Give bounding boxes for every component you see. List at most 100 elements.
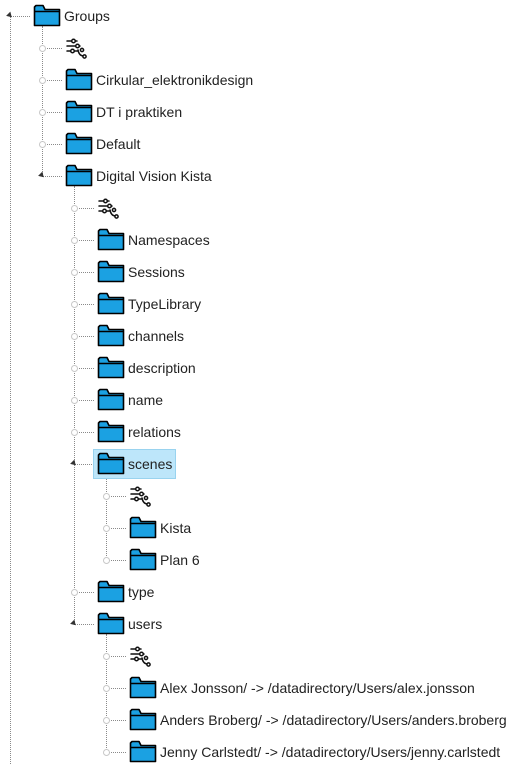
tree-node-label: Cirkular_elektronikdesign [96,72,254,88]
tree-node[interactable]: Anders Broberg/ -> /datadirectory/Users/… [125,705,511,735]
expand-toggle[interactable] [103,749,110,756]
folder-icon [97,579,125,605]
folder-icon [97,323,125,349]
collapse-toggle[interactable] [6,11,14,20]
folder-icon [97,451,125,477]
collapse-toggle[interactable] [70,459,78,468]
tree-node[interactable]: Jenny Carlstedt/ -> /datadirectory/Users… [125,737,504,767]
tree-guide-line [10,16,11,764]
folder-icon [129,739,157,765]
expand-toggle[interactable] [71,237,78,244]
expand-toggle[interactable] [71,589,78,596]
folder-icon [129,547,157,573]
properties-icon [129,485,151,507]
tree-connector [74,304,94,305]
tree-node-label: Digital Vision Kista [96,168,212,184]
folder-icon [129,675,157,701]
expand-toggle[interactable] [103,493,110,500]
tree-connector [42,176,62,177]
tree-node[interactable]: Cirkular_elektronikdesign [61,65,257,95]
tree-guide-line [74,186,75,624]
expand-toggle[interactable] [103,653,110,660]
tree-node-label: scenes [128,456,173,472]
expand-toggle[interactable] [103,525,110,532]
folder-icon [97,419,125,445]
properties-icon [97,197,119,219]
expand-toggle[interactable] [39,77,46,84]
expand-toggle[interactable] [39,141,46,148]
collapse-toggle[interactable] [70,619,78,628]
tree-guide-line [106,474,107,560]
folder-icon [129,515,157,541]
tree-connector [106,496,126,497]
tree-node[interactable]: name [93,385,167,415]
tree-node-label: Alex Jonsson/ -> /datadirectory/Users/al… [160,680,475,696]
tree-connector [10,16,30,17]
tree-node-label: Kista [160,520,192,536]
tree-node[interactable]: Digital Vision Kista [61,161,216,191]
folder-icon [65,99,93,125]
tree-connector [106,688,126,689]
tree-node-label: Namespaces [128,232,210,248]
expand-toggle[interactable] [39,109,46,116]
tree-connector [106,720,126,721]
tree-node[interactable]: Sessions [93,257,189,287]
tree-connector [106,656,126,657]
tree-node-properties[interactable] [125,481,155,511]
tree-node[interactable]: users [93,609,166,639]
expand-toggle[interactable] [71,333,78,340]
tree-connector [42,112,62,113]
expand-toggle[interactable] [71,429,78,436]
tree-node-label: Plan 6 [160,552,200,568]
folder-icon [97,387,125,413]
tree-node[interactable]: TypeLibrary [93,289,205,319]
tree-node-label: Jenny Carlstedt/ -> /datadirectory/Users… [160,744,501,760]
tree-node-label: description [128,360,196,376]
folder-icon [65,67,93,93]
folder-icon [97,291,125,317]
tree-connector [74,208,94,209]
tree-node[interactable]: Alex Jonsson/ -> /datadirectory/Users/al… [125,673,479,703]
tree-node[interactable]: Kista [125,513,195,543]
tree-node[interactable]: channels [93,321,188,351]
tree-node-properties[interactable] [61,33,91,63]
tree-connector [42,80,62,81]
expand-toggle[interactable] [71,365,78,372]
tree-node[interactable]: Groups [29,1,114,31]
expand-toggle[interactable] [39,45,46,52]
folder-icon [97,611,125,637]
tree-node-properties[interactable] [125,641,155,671]
tree-node-label: TypeLibrary [128,296,202,312]
tree-node-label: Sessions [128,264,185,280]
collapse-toggle[interactable] [38,171,46,180]
tree-node[interactable]: scenes [93,449,177,479]
tree-node[interactable]: description [93,353,200,383]
expand-toggle[interactable] [103,717,110,724]
expand-toggle[interactable] [71,397,78,404]
tree-node[interactable]: DT i praktiken [61,97,186,127]
tree-connector [74,400,94,401]
expand-toggle[interactable] [71,269,78,276]
tree-node-label: type [128,584,155,600]
tree-connector [74,240,94,241]
tree-node-label: channels [128,328,185,344]
folder-icon [97,355,125,381]
expand-toggle[interactable] [71,301,78,308]
tree-node[interactable]: Plan 6 [125,545,204,575]
tree-node-label: Groups [64,8,110,24]
tree-guide-line [106,634,107,752]
tree-node-properties[interactable] [93,193,123,223]
folder-icon [65,163,93,189]
expand-toggle[interactable] [71,205,78,212]
tree-node[interactable]: type [93,577,158,607]
expand-toggle[interactable] [103,685,110,692]
tree-node[interactable]: Namespaces [93,225,214,255]
expand-toggle[interactable] [103,557,110,564]
tree-node[interactable]: Default [61,129,144,159]
tree-node[interactable]: relations [93,417,185,447]
properties-icon [129,645,151,667]
tree-connector [42,144,62,145]
tree-connector [42,48,62,49]
tree-node-label: relations [128,424,181,440]
tree-node-label: users [128,616,163,632]
